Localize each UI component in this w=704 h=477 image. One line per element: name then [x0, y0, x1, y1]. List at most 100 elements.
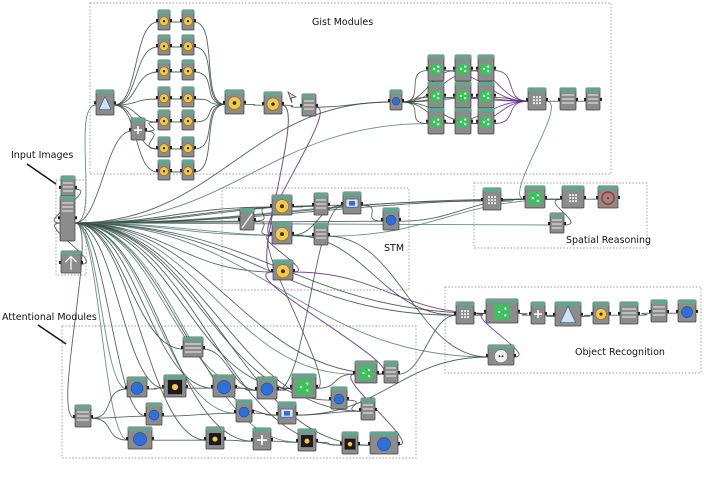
output-port[interactable]: [494, 119, 496, 123]
output-port[interactable]: [147, 386, 149, 389]
output-port[interactable]: [292, 231, 294, 235]
output-port[interactable]: [194, 69, 196, 72]
output-port[interactable]: [545, 195, 547, 199]
output-port[interactable]: [170, 119, 172, 122]
output-port[interactable]: [282, 101, 284, 105]
output-port[interactable]: [91, 414, 93, 418]
input-port[interactable]: [223, 100, 225, 104]
output-port[interactable]: [194, 119, 196, 122]
output-port[interactable]: [316, 384, 318, 388]
input-port[interactable]: [454, 311, 456, 315]
gist-yellow-a-0[interactable]: [156, 9, 172, 31]
input-port[interactable]: [584, 97, 586, 101]
gist-yellow-a-4[interactable]: [156, 109, 172, 131]
input-port[interactable]: [388, 99, 390, 102]
input-port[interactable]: [180, 169, 182, 172]
input-port[interactable]: [156, 44, 158, 47]
output-port[interactable]: [471, 119, 473, 123]
output-port[interactable]: [347, 396, 349, 400]
input-port[interactable]: [453, 66, 455, 70]
input-port[interactable]: [73, 414, 75, 418]
gist-yellow-b-0[interactable]: [180, 9, 196, 31]
att-node-18[interactable]: [340, 431, 360, 455]
gist-right-node-3[interactable]: [584, 87, 602, 111]
output-port[interactable]: [584, 195, 586, 199]
gist-green-0-0[interactable]: [426, 54, 446, 82]
stm-node-2[interactable]: [312, 222, 330, 246]
input-port[interactable]: [290, 384, 292, 388]
input-port[interactable]: [251, 437, 253, 441]
input-port[interactable]: [180, 44, 182, 47]
input-port[interactable]: [204, 436, 206, 440]
input-port[interactable]: [486, 354, 488, 357]
input-port[interactable]: [353, 370, 355, 374]
object-node-8[interactable]: [676, 299, 698, 323]
input-port[interactable]: [453, 119, 455, 123]
output-port[interactable]: [194, 146, 196, 149]
input-port[interactable]: [270, 231, 272, 235]
input-port[interactable]: [156, 19, 158, 22]
spatial-node-1[interactable]: [481, 187, 503, 211]
output-port[interactable]: [194, 169, 196, 172]
input-port[interactable]: [180, 96, 182, 99]
input-port[interactable]: [368, 441, 370, 445]
input-port[interactable]: [144, 412, 146, 416]
att-node-1[interactable]: [181, 336, 205, 358]
stm-yellow-node-3[interactable]: [271, 259, 295, 281]
gist-yellow-a-1[interactable]: [156, 34, 172, 56]
output-port[interactable]: [398, 441, 400, 445]
object-node-7[interactable]: [649, 299, 669, 323]
output-port[interactable]: [494, 93, 496, 97]
input-port[interactable]: [476, 66, 478, 70]
gist-green-1-0[interactable]: [453, 54, 473, 82]
object-node-6[interactable]: [618, 301, 640, 325]
output-port[interactable]: [152, 436, 154, 440]
gist-yellow-b-5[interactable]: [180, 136, 196, 158]
att-node-3[interactable]: [162, 374, 188, 398]
output-port[interactable]: [444, 66, 446, 70]
output-port[interactable]: [399, 217, 401, 221]
output-port[interactable]: [316, 103, 318, 107]
output-port[interactable]: [474, 311, 476, 315]
output-port[interactable]: [114, 101, 116, 105]
input-port[interactable]: [58, 216, 60, 220]
output-port[interactable]: [398, 370, 400, 374]
input-port[interactable]: [300, 103, 302, 107]
output-port[interactable]: [377, 370, 379, 374]
input-port[interactable]: [94, 101, 96, 105]
input-port[interactable]: [156, 69, 158, 72]
stm-yellow-node-1[interactable]: [270, 194, 294, 216]
output-port[interactable]: [545, 311, 547, 315]
input-port[interactable]: [271, 269, 273, 272]
spatial-node-5[interactable]: [548, 212, 566, 234]
input-port[interactable]: [618, 311, 620, 315]
input-port[interactable]: [162, 384, 164, 388]
gist-yellow-a-6[interactable]: [156, 159, 172, 181]
output-port[interactable]: [600, 97, 602, 101]
output-port[interactable]: [328, 202, 330, 206]
input-port[interactable]: [312, 232, 314, 236]
att-node-14[interactable]: [126, 426, 154, 450]
input-port[interactable]: [180, 19, 182, 22]
input-port[interactable]: [59, 260, 61, 264]
input-port[interactable]: [329, 396, 331, 400]
gist-green-2-2[interactable]: [476, 107, 496, 135]
input-port[interactable]: [340, 441, 342, 445]
output-port[interactable]: [170, 169, 172, 172]
att-node-2[interactable]: [125, 376, 149, 398]
input-port[interactable]: [129, 127, 131, 131]
input-port[interactable]: [296, 438, 298, 442]
gist-yellow-a-5[interactable]: [156, 136, 172, 158]
input-port[interactable]: [529, 311, 531, 315]
input-port[interactable]: [238, 217, 240, 221]
output-port[interactable]: [186, 384, 188, 388]
output-port[interactable]: [581, 312, 583, 316]
att-node-16[interactable]: [251, 427, 273, 451]
output-port[interactable]: [170, 69, 172, 72]
output-port[interactable]: [546, 97, 548, 101]
gist-green-2-0[interactable]: [476, 54, 496, 82]
output-port[interactable]: [170, 146, 172, 149]
output-port[interactable]: [375, 407, 377, 411]
output-port[interactable]: [494, 66, 496, 70]
